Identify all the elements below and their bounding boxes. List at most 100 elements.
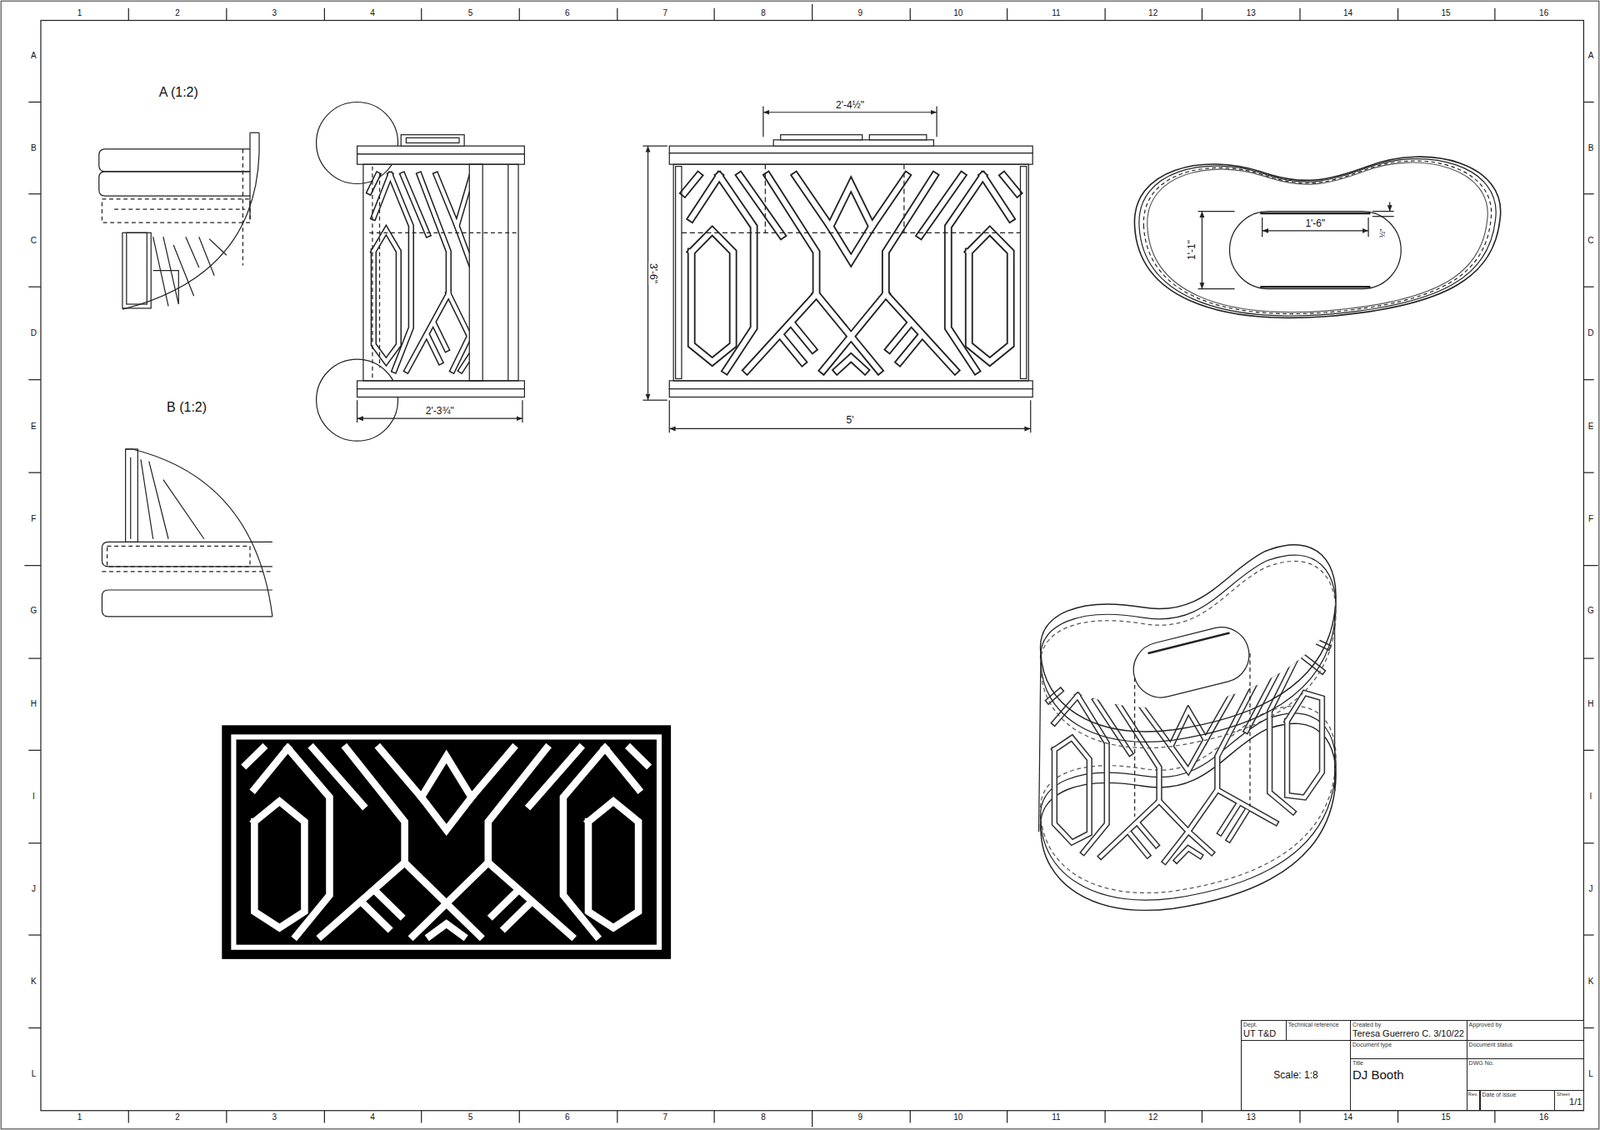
grid-letter: D [1587,329,1594,338]
grid-number: 4 [370,1113,375,1122]
lattice-bar [1054,738,1090,843]
top-plate [669,145,1033,154]
lattice-bar-inner [719,175,755,370]
grid-letter: J [31,885,36,894]
title-block-cell: Document type [1350,1040,1468,1060]
lattice-bar [1139,824,1157,845]
grid-tick [1583,657,1594,659]
lattice-bar-inner [460,357,470,370]
lattice-bar [460,357,470,370]
grid-letter: B [1588,144,1595,153]
edge-line [1334,612,1335,791]
grid-tick [1006,8,1008,21]
grid-number: 13 [1246,1113,1256,1122]
grid-letter: E [1588,422,1595,431]
lattice-bar-inner [791,324,813,350]
lattice-bar-inner [900,336,921,362]
grid-tick [1494,1110,1495,1124]
field-caption: Sheet [1556,1091,1583,1098]
lattice-bar [427,335,440,362]
grid-tick [910,1110,911,1124]
lattice-bar [630,748,647,765]
lattice-bar [900,336,921,362]
hidden-edge [107,545,250,566]
grid-tick [714,1110,715,1124]
lattice-bar-inner [434,323,447,350]
field-value: UT T&D [1243,1028,1285,1039]
grid-number: 14 [1343,9,1353,18]
grid-letter: B [30,144,37,153]
lattice-bar-inner [746,175,816,370]
detail-circle [316,359,399,441]
grid-tick [616,8,618,21]
side-lattice [369,175,470,370]
title-block-cell: Technical reference [1285,1020,1351,1040]
grid-tick [28,1027,41,1029]
lattice-bar [1130,834,1148,855]
lattice-bar [837,357,865,370]
grid-letter: G [1587,606,1595,615]
hidden-edge [379,173,380,368]
lattice-bar-inner [948,175,984,370]
grid-letter: I [32,792,35,801]
lattice-bar [435,175,470,226]
hidden-edge [114,208,245,210]
grid-tick [1583,193,1594,195]
top-view [1134,156,1500,318]
lattice-bar [563,748,605,936]
bottom-plate [357,389,525,398]
lattice-bar [588,801,639,929]
lattice-bar-inner [920,175,962,235]
lattice-bar [492,890,518,915]
lattice-bar [781,336,803,362]
lattice-bar [691,230,734,362]
lattice-bar-inner [816,294,886,337]
lattice-bar-inner [448,294,470,337]
lattice-bar [830,226,872,261]
top-plate [357,145,525,155]
grid-letter: C [1587,236,1594,245]
title-block-cell: Document status [1466,1040,1585,1060]
grid-tick [519,8,520,21]
grid-letter: H [30,700,37,709]
dimension-text: 5' [845,415,856,425]
extension-line [935,105,937,137]
counter-inner-edge [1139,159,1496,316]
lattice-bar-inner [456,225,470,260]
lattice-bar [421,797,472,830]
dimension-text: 2'-3¾" [424,405,456,416]
grid-tick [1583,472,1594,474]
bottom-plate [357,380,525,390]
lattice-bar-inner [823,336,851,371]
title-block-cell: Approved by [1466,1020,1585,1040]
grid-number: 7 [663,9,669,18]
grid-number: 10 [953,9,963,18]
field-caption: Dept. [1243,1021,1285,1029]
lattice-bar [530,748,580,806]
hidden-edge [1040,705,1337,893]
grid-number: 10 [953,1113,963,1122]
grid-tick [28,472,41,474]
grid-number: 1 [77,1113,83,1122]
lattice-bar [505,903,530,928]
hidden-edge [101,570,272,572]
lattice-bar-inner [427,335,440,362]
grid-number: 12 [1148,9,1158,18]
lattice-bar-inner [406,175,449,370]
grid-letter: G [30,606,38,615]
lattice-bar [254,748,288,790]
inner-border [40,20,1584,1110]
title-block-cell: Sheet1/1 [1554,1090,1585,1111]
grid-number: 11 [1051,9,1060,18]
grid-tick [420,8,422,21]
lattice-bar [684,175,699,193]
base-outline [1040,723,1337,910]
grid-number: 14 [1343,1113,1353,1122]
lattice-bar [791,324,813,350]
grid-tick [28,286,41,288]
lattice-bar-inner [452,335,470,370]
lattice-bar [456,225,470,260]
lattice-bar-inner [850,336,879,371]
